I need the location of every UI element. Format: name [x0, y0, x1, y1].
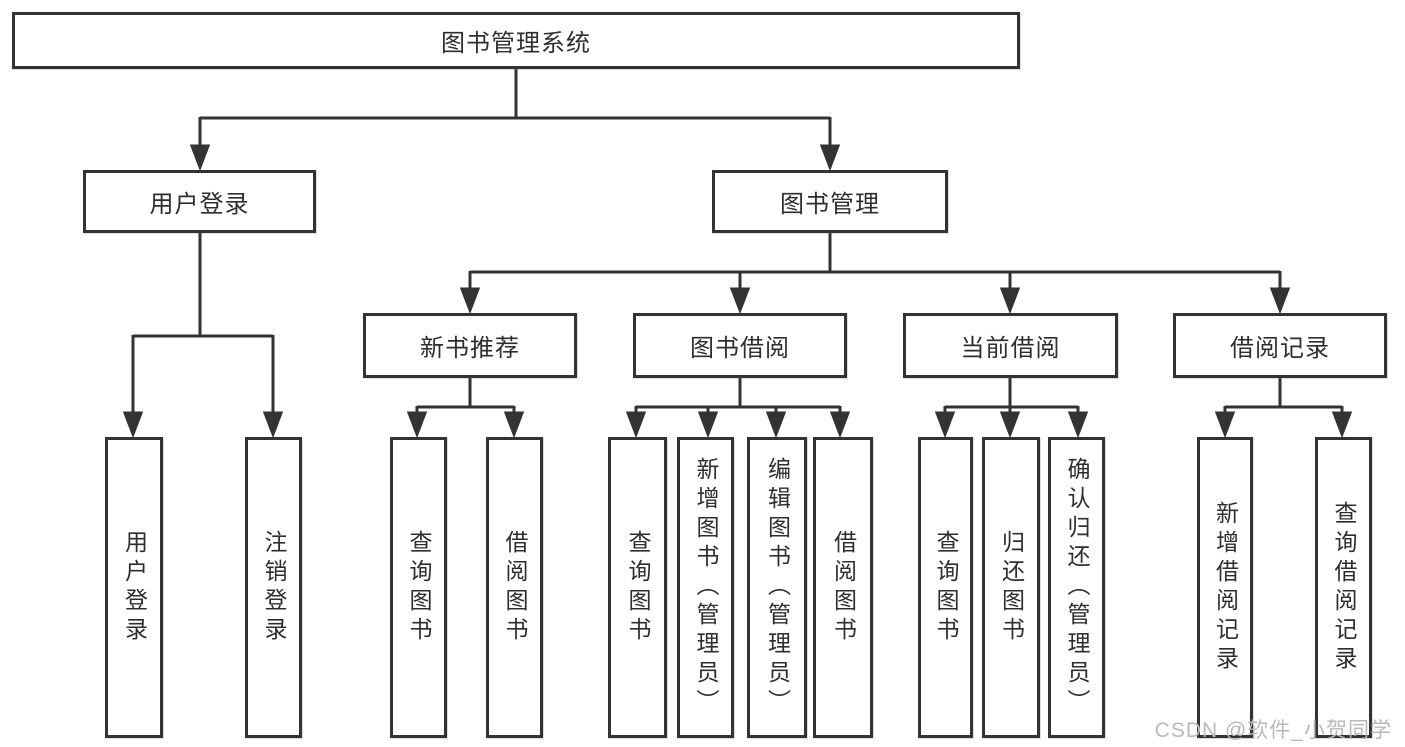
connector-borrow-record-children: [1214, 378, 1353, 439]
leaf-current-return-book: 归还图书: [982, 437, 1040, 738]
connector-current-borrow-children: [934, 378, 1089, 439]
leaf-current-query-book: 查询图书: [918, 437, 973, 738]
leaf-borrow-add-book-admin: 新增图书（管理员）: [677, 437, 734, 738]
leaf-logout: 注销登录: [245, 437, 302, 738]
leaf-borrow-borrow-book: 借阅图书: [813, 437, 873, 738]
connector-user-login-children: [122, 233, 284, 439]
node-current-borrow: 当前借阅: [903, 313, 1118, 378]
node-root-library-system: 图书管理系统: [12, 12, 1020, 69]
leaf-borrow-edit-book-admin: 编辑图书（管理员）: [747, 437, 807, 738]
connector-root-to-level2: [189, 69, 841, 172]
node-user-login: 用户登录: [83, 170, 316, 233]
connector-book-borrow-children: [625, 378, 851, 439]
leaf-rec-borrow-book: 借阅图书: [486, 437, 543, 738]
node-borrow-record: 借阅记录: [1173, 313, 1387, 378]
connector-book-mgmt-children: [459, 233, 1291, 315]
leaf-user-login: 用户登录: [105, 437, 163, 738]
leaf-record-add: 新增借阅记录: [1197, 437, 1253, 738]
leaf-current-confirm-return-admin: 确认归还（管理员）: [1048, 437, 1105, 738]
connector-new-book-rec-children: [406, 378, 525, 439]
leaf-rec-query-book: 查询图书: [390, 437, 447, 738]
node-book-management: 图书管理: [712, 170, 948, 233]
leaf-record-query: 查询借阅记录: [1315, 437, 1372, 738]
leaf-borrow-query-book: 查询图书: [608, 437, 667, 738]
node-new-book-recommend: 新书推荐: [363, 313, 577, 378]
node-book-borrow: 图书借阅: [633, 313, 847, 378]
csdn-watermark: CSDN @软件_小贺同学: [1154, 719, 1392, 742]
